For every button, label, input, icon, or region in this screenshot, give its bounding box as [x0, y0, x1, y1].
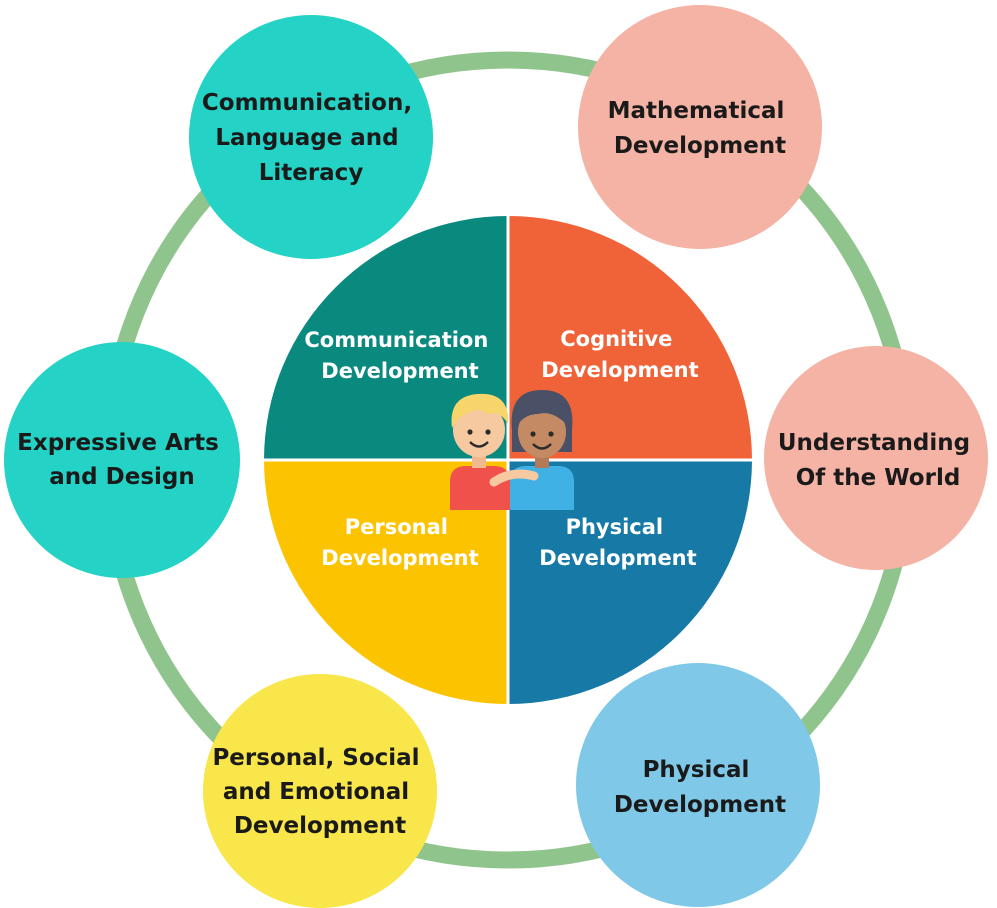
- quadrant-label-line: Development: [321, 359, 478, 383]
- outer-circle-personal-social-emotional: Personal, Social and Emotional Developme…: [203, 674, 437, 908]
- outer-circle-label: Expressive Arts and Design: [17, 430, 227, 490]
- right-child-eye-left: [530, 431, 536, 437]
- outer-circle-bg: [576, 663, 820, 907]
- outer-label-line: Literacy: [259, 160, 364, 186]
- center-quadrant-circle: Communication Development Cognitive Deve…: [264, 216, 752, 704]
- right-child-eye-right: [548, 431, 554, 437]
- outer-circle-bg: [203, 674, 437, 908]
- outer-circle-expressive-arts-design: Expressive Arts and Design: [4, 342, 240, 578]
- outer-circle-physical-development: Physical Development: [576, 663, 820, 907]
- right-child-face: [518, 406, 566, 458]
- outer-label-line: Of the World: [796, 465, 961, 491]
- outer-circle-understanding-of-the-world: Understanding Of the World: [764, 346, 988, 570]
- outer-label-line: Expressive Arts: [17, 430, 219, 456]
- quadrant-communication: [264, 216, 508, 460]
- quadrant-physical: [508, 460, 752, 704]
- outer-circle-label: Physical Development: [614, 757, 786, 818]
- outer-circle-bg: [578, 5, 822, 249]
- quadrant-label-line: Development: [539, 546, 696, 570]
- quadrant-label-line: Development: [321, 546, 478, 570]
- quadrant-label-line: Cognitive: [560, 327, 672, 351]
- quadrant-label-personal: Personal Development: [321, 515, 478, 570]
- quadrant-label-line: Development: [541, 358, 698, 382]
- quadrant-label-physical: Physical Development: [539, 515, 696, 570]
- left-child-hair: [451, 393, 509, 428]
- outer-circle-bg: [764, 346, 988, 570]
- quadrant-label-line: Personal: [345, 515, 448, 539]
- outer-circle-label: Personal, Social and Emotional Developme…: [212, 745, 427, 839]
- right-child-smile: [532, 443, 552, 450]
- outer-label-line: Understanding: [778, 430, 970, 456]
- quadrant-label-line: Physical: [566, 515, 664, 539]
- outer-label-line: and Emotional: [223, 779, 409, 805]
- outer-label-line: Communication,: [202, 90, 412, 116]
- outer-label-line: and Design: [49, 464, 194, 490]
- left-child-eye-right: [485, 429, 491, 435]
- outer-circle-communication-language-literacy: Communication, Language and Literacy: [189, 15, 433, 259]
- left-child-face: [453, 403, 505, 457]
- outer-label-line: Physical: [643, 757, 750, 783]
- outer-circle-bg: [189, 15, 433, 259]
- outer-label-line: Development: [614, 133, 786, 159]
- outer-circle-bg: [4, 342, 240, 578]
- outer-circle-label: Communication, Language and Literacy: [202, 90, 420, 186]
- outer-circle-label: Mathematical Development: [608, 98, 793, 159]
- quadrant-personal: [264, 460, 508, 704]
- child-arm: [489, 469, 539, 487]
- quadrant-cognitive: [508, 216, 752, 460]
- outer-label-line: Language and: [215, 125, 398, 151]
- two-children-icon: [450, 390, 574, 510]
- right-child-fringe: [518, 400, 566, 424]
- outer-label-line: Development: [234, 813, 406, 839]
- quadrant-label-line: Communication: [304, 328, 488, 352]
- outer-circle-label: Understanding Of the World: [778, 430, 978, 491]
- quadrant-label-communication: Communication Development: [304, 328, 495, 383]
- left-child-shirt: [450, 466, 510, 510]
- outer-label-line: Development: [614, 792, 786, 818]
- outer-label-line: Mathematical: [608, 98, 785, 124]
- left-child-eye-left: [467, 429, 473, 435]
- outer-label-line: Personal, Social: [212, 745, 419, 771]
- quadrant-label-cognitive: Cognitive Development: [541, 327, 698, 382]
- left-child-smile: [469, 441, 489, 448]
- outer-circle-mathematical-development: Mathematical Development: [578, 5, 822, 249]
